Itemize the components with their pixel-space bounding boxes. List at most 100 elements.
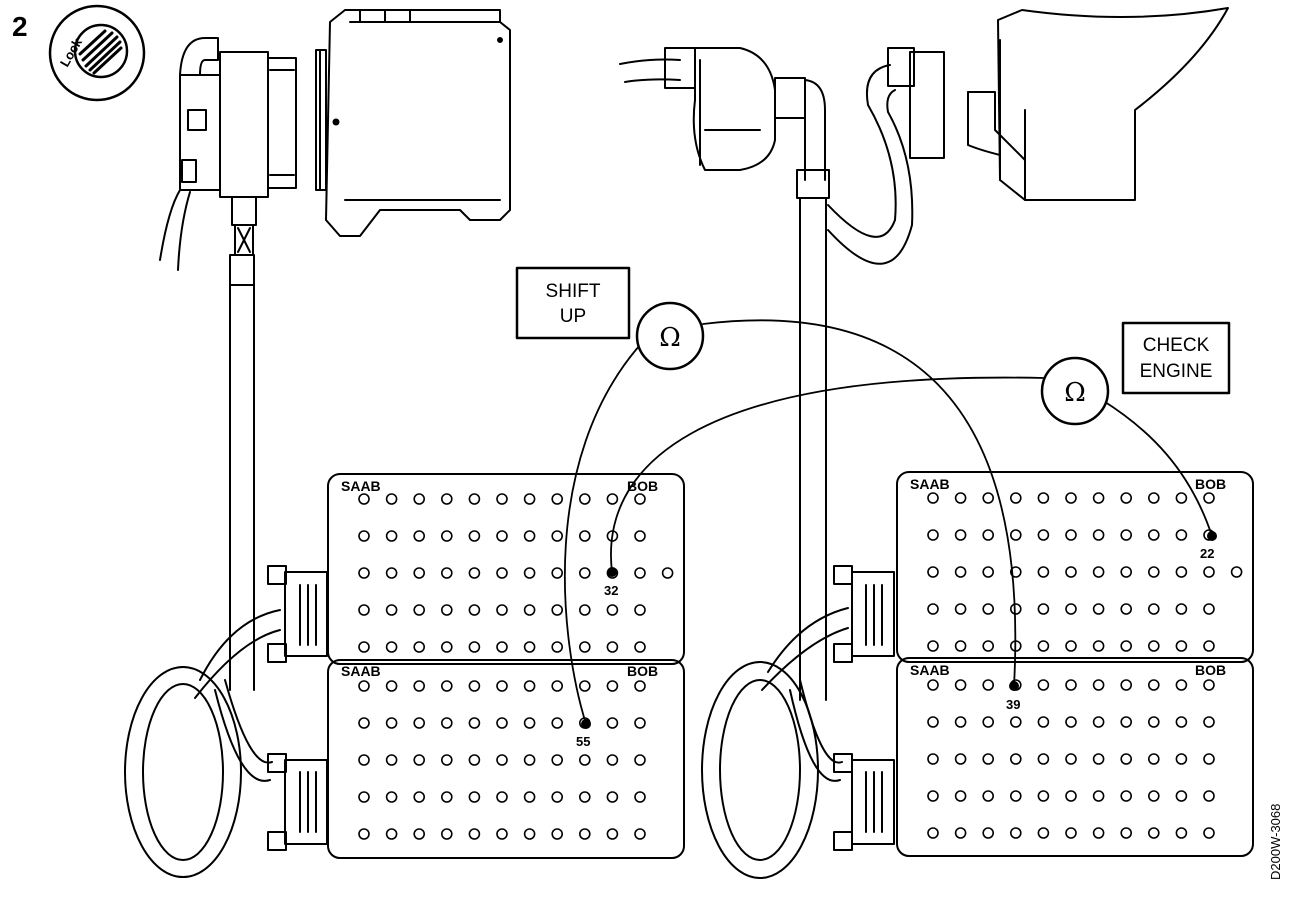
pin-hole: [1037, 566, 1050, 578]
pin-hole: [1065, 529, 1077, 541]
pin-hole: [468, 828, 481, 840]
breakout-box-left-lower: SAAB BOB 55: [327, 659, 685, 859]
pin-hole: [954, 566, 967, 578]
pin-hole: [1092, 492, 1105, 504]
pin-hole: [1120, 716, 1132, 728]
pin-hole: [413, 717, 426, 729]
pin-hole: [1120, 679, 1132, 691]
pin-hole: [413, 828, 426, 840]
test-leads: [563, 319, 1213, 725]
left-harness-connector: [159, 37, 297, 286]
pin-hole: [385, 717, 398, 729]
pin-hole: [578, 791, 591, 803]
pin-hole: [1092, 603, 1105, 615]
pin-hole: [1148, 790, 1160, 802]
pin-hole: [1148, 603, 1160, 615]
pin-hole: [982, 492, 995, 504]
pin-hole: [496, 530, 508, 542]
pin-hole: [1065, 640, 1077, 652]
pin-hole: [1148, 529, 1160, 541]
pin-hole: [982, 566, 995, 578]
right-plug-upper: [833, 565, 895, 663]
pin-hole: [1037, 679, 1050, 691]
pin-hole: [358, 717, 370, 729]
pin-hole: [358, 604, 370, 616]
pin-hole: [1037, 790, 1050, 802]
pin-hole: [523, 641, 536, 653]
pin-hole: [1148, 753, 1160, 765]
pin-hole: [927, 566, 939, 578]
pin-label: 55: [576, 734, 590, 749]
pin-hole: [1009, 603, 1022, 615]
shift-up-line1: SHIFT: [546, 281, 601, 302]
pin-hole: [440, 567, 453, 579]
pin-hole: [468, 717, 481, 729]
pin-hole: [358, 567, 370, 579]
pin-hole: [468, 493, 481, 505]
pin-hole: [634, 604, 646, 616]
pin-hole: [1203, 492, 1215, 504]
pin-hole: [1065, 679, 1077, 691]
box-model: BOB: [1195, 476, 1226, 492]
pin-hole: [468, 791, 481, 803]
pin-hole: [1092, 640, 1105, 652]
box-brand: SAAB: [341, 663, 381, 679]
check-engine-line2: ENGINE: [1140, 361, 1213, 382]
pin-hole: [982, 603, 995, 615]
pin-hole: [468, 754, 481, 766]
pin-hole: [468, 641, 481, 653]
pin-hole: [634, 828, 646, 840]
right-harness-connector: [619, 47, 830, 199]
pin-hole: [1120, 603, 1132, 615]
pin-hole: [606, 828, 619, 840]
ignition-lock-icon: Lock: [48, 4, 146, 102]
pin-hole: [634, 493, 646, 505]
pin-grid: [358, 680, 646, 840]
pin-hole: [1120, 566, 1132, 578]
pin-hole: [468, 530, 481, 542]
pin-hole: [1092, 716, 1105, 728]
pin-hole: [440, 791, 453, 803]
pin-hole: [1148, 827, 1160, 839]
pin-hole: [1065, 753, 1077, 765]
pin-hole: [551, 604, 564, 616]
pin-hole: [358, 530, 370, 542]
pin-hole: [634, 754, 646, 766]
pin-hole: [954, 492, 967, 504]
pin-hole: [1120, 640, 1132, 652]
pin-hole: [1092, 753, 1105, 765]
pin-hole: [468, 680, 481, 692]
right-cable: [799, 197, 827, 701]
pin-hole: [496, 680, 508, 692]
pin-grid: [927, 492, 1243, 652]
pin-hole: [927, 492, 939, 504]
pin-hole: [1175, 716, 1188, 728]
pin-hole: [954, 529, 967, 541]
pin-hole: [551, 641, 564, 653]
pin-hole: [954, 753, 967, 765]
pin-hole: [1009, 790, 1022, 802]
pin-hole: [927, 679, 939, 691]
pin-hole: [1037, 716, 1050, 728]
pin-hole: [578, 754, 591, 766]
box-brand: SAAB: [341, 478, 381, 494]
pin-hole: [385, 754, 398, 766]
pin-hole: [661, 567, 674, 579]
pin-hole: [523, 493, 536, 505]
pin-hole: [1120, 492, 1132, 504]
pin-hole: [1037, 492, 1050, 504]
left-cable: [229, 284, 255, 691]
pin-hole: [440, 493, 453, 505]
pin-hole: [982, 753, 995, 765]
pin-hole: [1120, 790, 1132, 802]
pin-hole: [578, 567, 591, 579]
pin-hole: [578, 604, 591, 616]
pin-hole: [385, 828, 398, 840]
pin-hole: [927, 827, 939, 839]
pin-hole: [927, 640, 939, 652]
pin-hole: [954, 716, 967, 728]
pin-hole: [523, 530, 536, 542]
left-control-module: [315, 9, 511, 237]
pin-hole: [1230, 566, 1243, 578]
pin-hole: [1120, 753, 1132, 765]
